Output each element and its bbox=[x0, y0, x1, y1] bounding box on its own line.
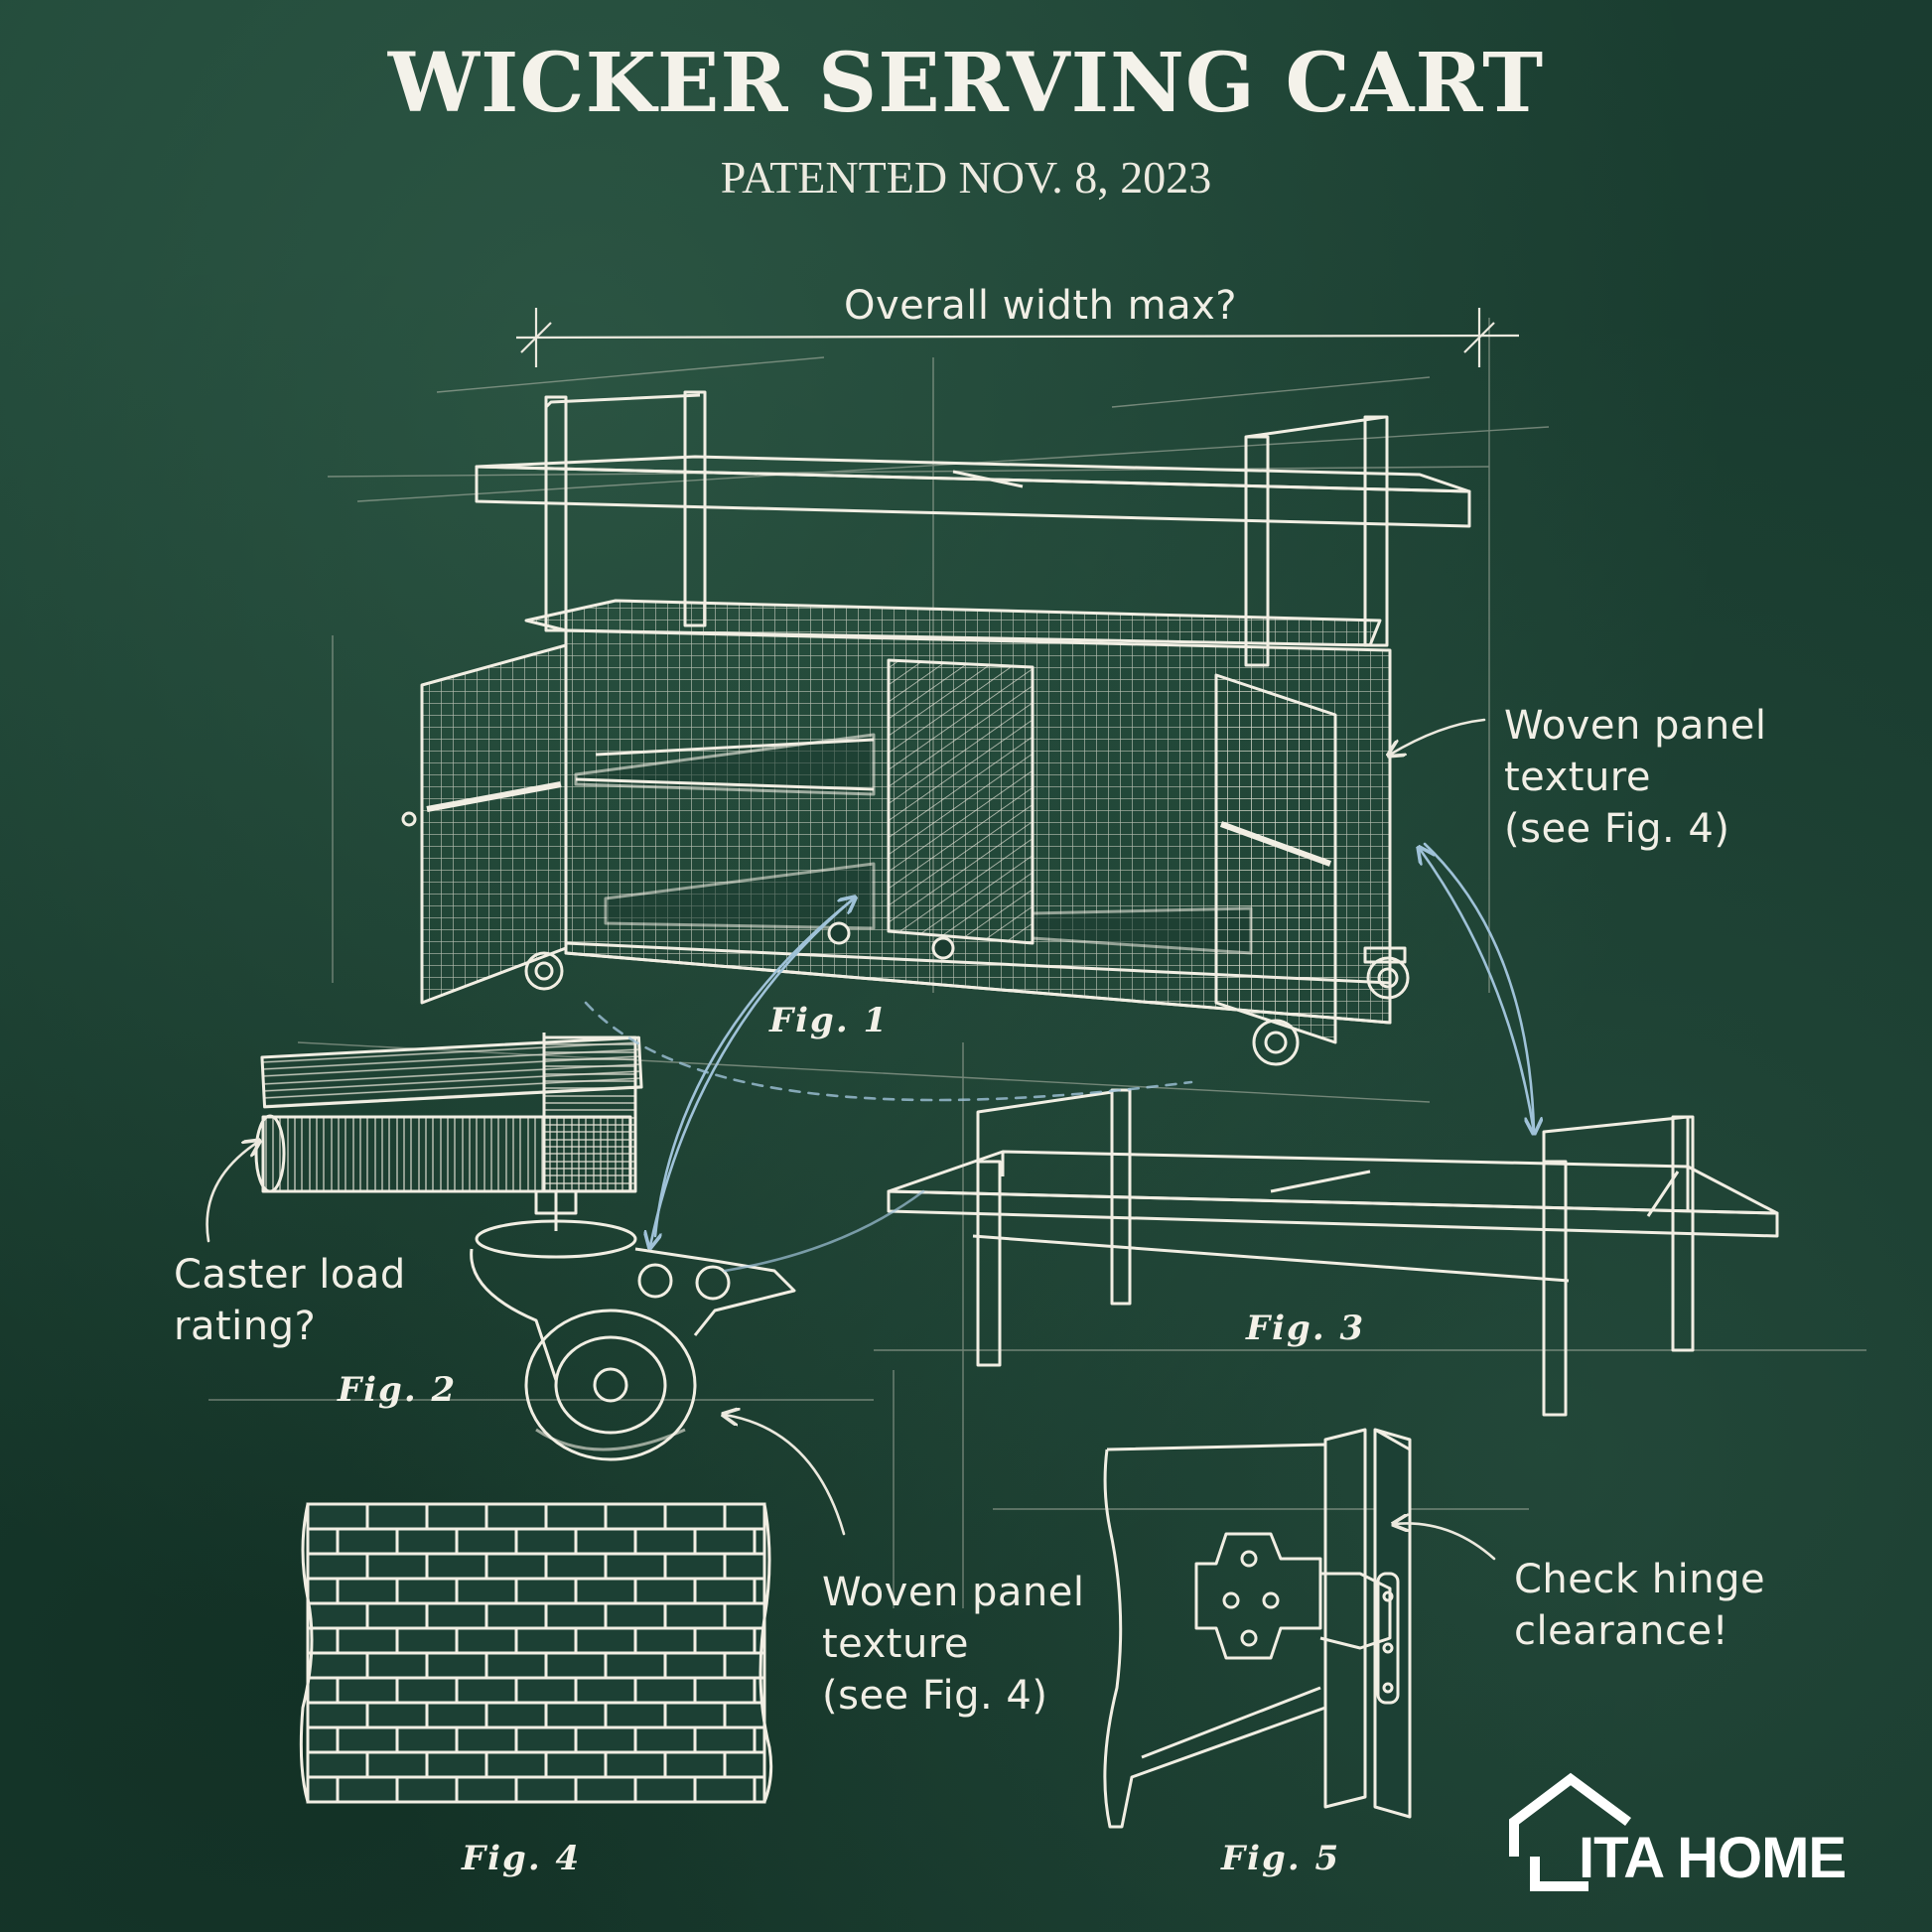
fig3-tray-drawing bbox=[887, 1088, 1779, 1417]
note-overall-width: Overall width max? bbox=[844, 283, 1238, 329]
page-subtitle: PATENTED NOV. 8, 2023 bbox=[720, 152, 1212, 203]
callout-arrows bbox=[206, 718, 1534, 1561]
fig4-label: Fig. 4 bbox=[462, 1839, 582, 1878]
width-dimension bbox=[515, 308, 1520, 367]
fig5-hinge-drawing bbox=[1103, 1428, 1412, 1829]
brand-logo-mark bbox=[1509, 1772, 1631, 1891]
fig5-label: Fig. 5 bbox=[1221, 1839, 1341, 1878]
note-hinge-clearance: Check hinge clearance! bbox=[1514, 1557, 1766, 1654]
note-woven-panel-bottom: Woven panel texture (see Fig. 4) bbox=[822, 1570, 1085, 1719]
fig4-weave-drawing bbox=[299, 1502, 773, 1804]
fig2-caster-drawing bbox=[254, 1033, 796, 1461]
note-caster-load: Caster load rating? bbox=[174, 1252, 406, 1349]
fig1-cart-drawing bbox=[401, 390, 1471, 1066]
page-title: WICKER SERVING CART bbox=[387, 36, 1545, 131]
fig2-label: Fig. 2 bbox=[338, 1370, 458, 1410]
note-woven-panel-top: Woven panel texture (see Fig. 4) bbox=[1504, 703, 1767, 852]
fig1-label: Fig. 1 bbox=[769, 1001, 890, 1040]
fig3-label: Fig. 3 bbox=[1246, 1309, 1366, 1348]
brand-logo-text: ITA HOME bbox=[1579, 1826, 1847, 1890]
